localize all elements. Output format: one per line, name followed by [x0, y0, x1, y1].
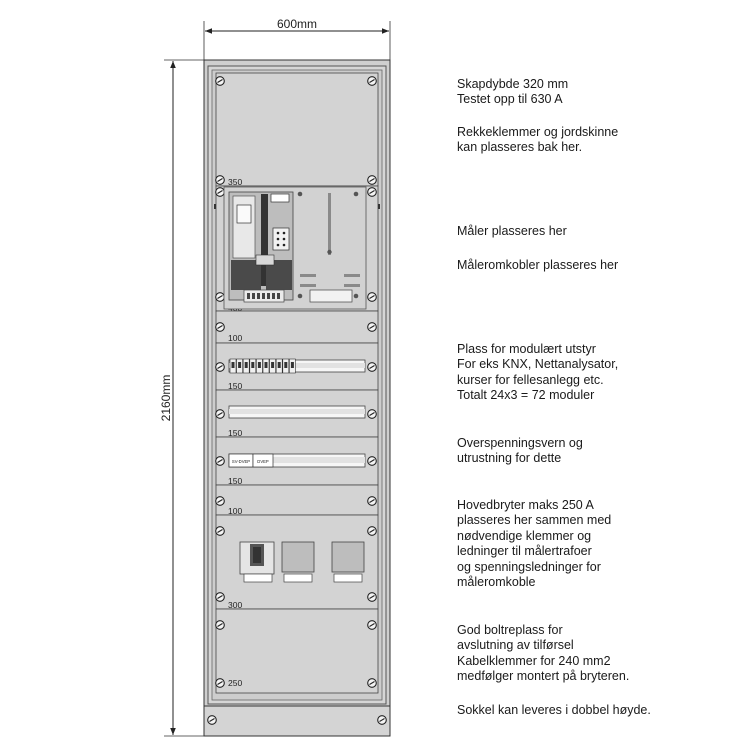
note-meter-switch: Måleromkobler plasseres her: [457, 258, 618, 273]
fuse-base-2: [331, 541, 365, 573]
screw-icon: [215, 292, 225, 302]
screw-icon: [367, 678, 377, 688]
note-line: Kabelklemmer for 240 mm2: [457, 653, 611, 668]
note-line: kan plasseres bak her.: [457, 140, 583, 155]
main-switch-section: [239, 541, 365, 583]
note-line: medfølger montert på bryteren.: [457, 669, 630, 684]
note-line: Måleromkobler plasseres her: [457, 258, 619, 272]
surge-device-2-label: DVEP: [257, 459, 269, 464]
energy-meter: [228, 191, 294, 303]
screw-icon: [215, 678, 225, 688]
screw-icon: [215, 409, 225, 419]
note-line: Totalt 24x3 = 72 moduler: [457, 388, 595, 403]
panel-top: [215, 72, 379, 187]
screw-icon: [367, 526, 377, 536]
panel-depth-label: 300: [228, 600, 242, 610]
screw-icon: [215, 175, 225, 185]
screw-icon: [215, 322, 225, 332]
panel-stack: 350400100150150150100300250: [207, 72, 387, 725]
screw-icon: [367, 76, 377, 86]
note-meter: Måler plasseres her: [457, 224, 567, 239]
panel-depth-label: 100: [228, 506, 242, 516]
screw-icon: [367, 496, 377, 506]
note-line: For eks KNX, Nettanalysator,: [457, 357, 619, 372]
note-line: utrustning for dette: [457, 451, 562, 466]
note-line: Plass for modulært utstyr: [457, 342, 596, 356]
fuse-base-1: [281, 541, 315, 573]
note-line: Rekkeklemmer og jordskinne: [457, 125, 619, 139]
screw-icon: [367, 409, 377, 419]
panel-depth-label: 350: [228, 177, 242, 187]
screw-icon: [367, 456, 377, 466]
surge-device-2: [252, 453, 274, 468]
note-line: Skapdybde 320 mm: [457, 77, 569, 91]
screw-icon: [215, 187, 225, 197]
panel-depth-label: 150: [228, 428, 242, 438]
width-label: 600mm: [277, 17, 317, 31]
note-line: Måler plasseres her: [457, 224, 567, 238]
screw-icon: [215, 620, 225, 630]
side-marker: [378, 204, 380, 209]
panel-s250: [215, 608, 379, 694]
note-plinth: Sokkel kan leveres i dobbel høyde.: [457, 703, 651, 718]
meter-section: [223, 186, 367, 310]
screw-icon: [367, 362, 377, 372]
meter-switch-mount: [297, 191, 360, 303]
height-dimension: 2160mm: [159, 59, 204, 737]
screw-icon: [377, 715, 387, 725]
note-line: måleromkoble: [457, 575, 536, 590]
note-line: avslutning av tilførsel: [457, 638, 574, 653]
screw-icon: [215, 592, 225, 602]
panel-depth-label: 250: [228, 678, 242, 688]
screw-icon: [215, 362, 225, 372]
screw-icon: [367, 620, 377, 630]
din-rail-modular: [228, 358, 366, 374]
width-dimension: 600mm: [203, 17, 391, 60]
note-line: Hovedbryter maks 250 A: [457, 498, 594, 512]
plinth: [203, 705, 391, 737]
height-label: 2160mm: [159, 375, 173, 422]
din-rail-empty: [228, 405, 366, 419]
screw-icon: [215, 456, 225, 466]
side-marker: [214, 204, 216, 209]
screw-icon: [215, 496, 225, 506]
note-line: Sokkel kan leveres i dobbel høyde.: [457, 703, 651, 717]
note-line: nødvendige klemmer og: [457, 528, 592, 543]
note-line: kurser for fellesanlegg etc.: [457, 372, 604, 387]
note-line: ledninger til målertrafoer: [457, 544, 592, 559]
modular-devices: [229, 358, 296, 374]
screw-icon: [215, 76, 225, 86]
panel-depth-label: 150: [228, 476, 242, 486]
note-line: Testet opp til 630 A: [457, 92, 563, 107]
screw-icon: [207, 715, 217, 725]
note-line: God boltreplass for: [457, 623, 563, 637]
panel-depth-label: 100: [228, 333, 242, 343]
din-rail-surge: SV-DVEP DVEP: [228, 453, 366, 468]
screw-icon: [367, 175, 377, 185]
note-line: plasseres her sammen med: [457, 513, 612, 528]
surge-device-1-label: SV-DVEP: [232, 459, 250, 464]
note-line: Overspenningsvern og: [457, 436, 583, 450]
screw-icon: [215, 526, 225, 536]
screw-icon: [367, 592, 377, 602]
note-line: og spenningsledninger for: [457, 559, 601, 574]
screw-icon: [367, 187, 377, 197]
panel-depth-label: 150: [228, 381, 242, 391]
screw-icon: [367, 292, 377, 302]
screw-icon: [367, 322, 377, 332]
